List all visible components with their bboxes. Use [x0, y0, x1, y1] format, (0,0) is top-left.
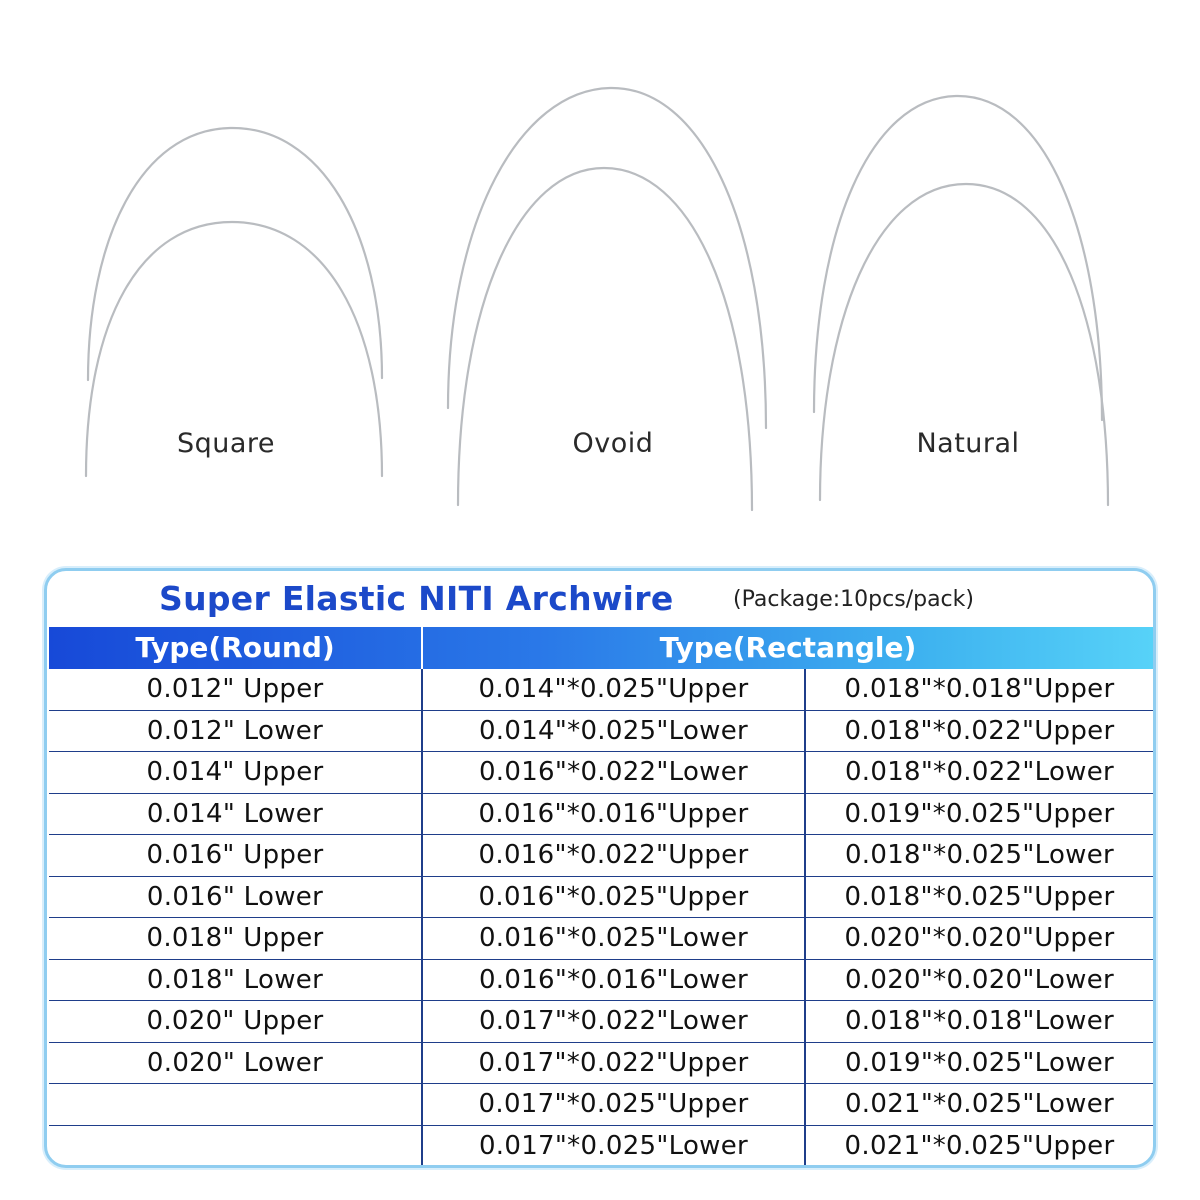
- rectangle-size-cell: 0.018"*0.018"Lower: [844, 1006, 1115, 1036]
- round-size-cell: 0.012" Upper: [49, 669, 423, 711]
- table-header: Type(Round) Type(Rectangle): [49, 627, 1153, 669]
- table-title: Super Elastic NITI Archwire: [159, 579, 674, 618]
- archwire-illustrations: [84, 86, 1110, 512]
- spec-table-card: Super Elastic NITI Archwire (Package:10p…: [44, 568, 1156, 1168]
- round-size-cell: 0.020" Lower: [49, 1042, 423, 1084]
- round-size-cell: [49, 1125, 423, 1165]
- shape-label-ovoid: Ovoid: [572, 428, 654, 459]
- round-size-cell: 0.016" Lower: [49, 876, 423, 918]
- round-size-cell: 0.016" Upper: [49, 835, 423, 877]
- rectangle-size-cell: 0.021"*0.025"Upper: [844, 1130, 1115, 1161]
- rectangle-size-cell: 0.017"*0.022"Lower: [423, 1001, 806, 1043]
- rectangle-size-cell: 0.016"*0.022"Lower: [423, 752, 806, 794]
- rectangle-size-cell: 0.018"*0.018"Upper: [844, 674, 1115, 704]
- shape-label-natural: Natural: [916, 428, 1020, 459]
- rectangle-size-cell: 0.014"*0.025"Upper: [423, 669, 806, 711]
- header-type-rectangle: Type(Rectangle): [659, 631, 917, 664]
- shape-label-square: Square: [176, 428, 276, 459]
- rectangle-size-cell: 0.017"*0.025"Lower: [423, 1125, 806, 1165]
- rectangle-size-cell: 0.016"*0.016"Upper: [423, 793, 806, 835]
- round-size-cell: 0.020" Upper: [49, 1001, 423, 1043]
- round-size-cell: 0.018" Upper: [49, 918, 423, 960]
- round-size-cell: 0.018" Lower: [49, 959, 423, 1001]
- rectangle-size-cell: 0.018"*0.025"Lower: [844, 840, 1115, 870]
- rectangle-size-cell: 0.019"*0.025"Lower: [844, 1047, 1115, 1078]
- rectangle-size-cell: 0.018"*0.022"Upper: [844, 715, 1115, 746]
- rectangle-size-cell: 0.016"*0.025"Lower: [423, 918, 806, 960]
- round-size-cell: [49, 1084, 423, 1126]
- rectangle-size-cell: 0.021"*0.025"Lower: [844, 1089, 1115, 1119]
- rectangle-size-cell: 0.020"*0.020"Upper: [844, 923, 1115, 953]
- package-note: (Package:10pcs/pack): [733, 587, 974, 612]
- rectangle-size-cell: 0.017"*0.022"Upper: [423, 1042, 806, 1084]
- rectangle-size-cell: 0.014"*0.025"Lower: [423, 710, 806, 752]
- rectangle-size-cell: 0.016"*0.016"Lower: [423, 959, 806, 1001]
- round-size-cell: 0.012" Lower: [49, 710, 423, 752]
- square-upper-wire: [86, 126, 384, 382]
- rectangle-size-cell: 0.020"*0.020"Lower: [844, 964, 1115, 995]
- table-row: 0.017"*0.025"Upper 0.021"*0.025"Lower: [49, 1084, 1153, 1126]
- square-lower-wire: [84, 220, 384, 478]
- ovoid-lower-wire: [456, 166, 754, 512]
- natural-upper-wire: [812, 94, 1104, 422]
- round-size-cell: 0.014" Lower: [49, 793, 423, 835]
- table-title-row: Super Elastic NITI Archwire (Package:10p…: [47, 571, 1153, 627]
- ovoid-upper-wire: [446, 86, 768, 430]
- rectangle-size-cell: 0.019"*0.025"Upper: [844, 798, 1115, 829]
- header-type-round: Type(Round): [49, 627, 423, 669]
- table-row: 0.017"*0.025"Lower 0.021"*0.025"Upper: [49, 1125, 1153, 1165]
- round-size-cell: 0.014" Upper: [49, 752, 423, 794]
- rectangle-size-cell: 0.018"*0.022"Lower: [844, 757, 1115, 787]
- rectangle-size-cell: 0.016"*0.025"Upper: [423, 876, 806, 918]
- rectangle-size-cell: 0.017"*0.025"Upper: [423, 1084, 806, 1126]
- rectangle-size-cell: 0.016"*0.022"Upper: [423, 835, 806, 877]
- rectangle-size-cell: 0.018"*0.025"Upper: [844, 881, 1115, 912]
- natural-lower-wire: [818, 182, 1110, 507]
